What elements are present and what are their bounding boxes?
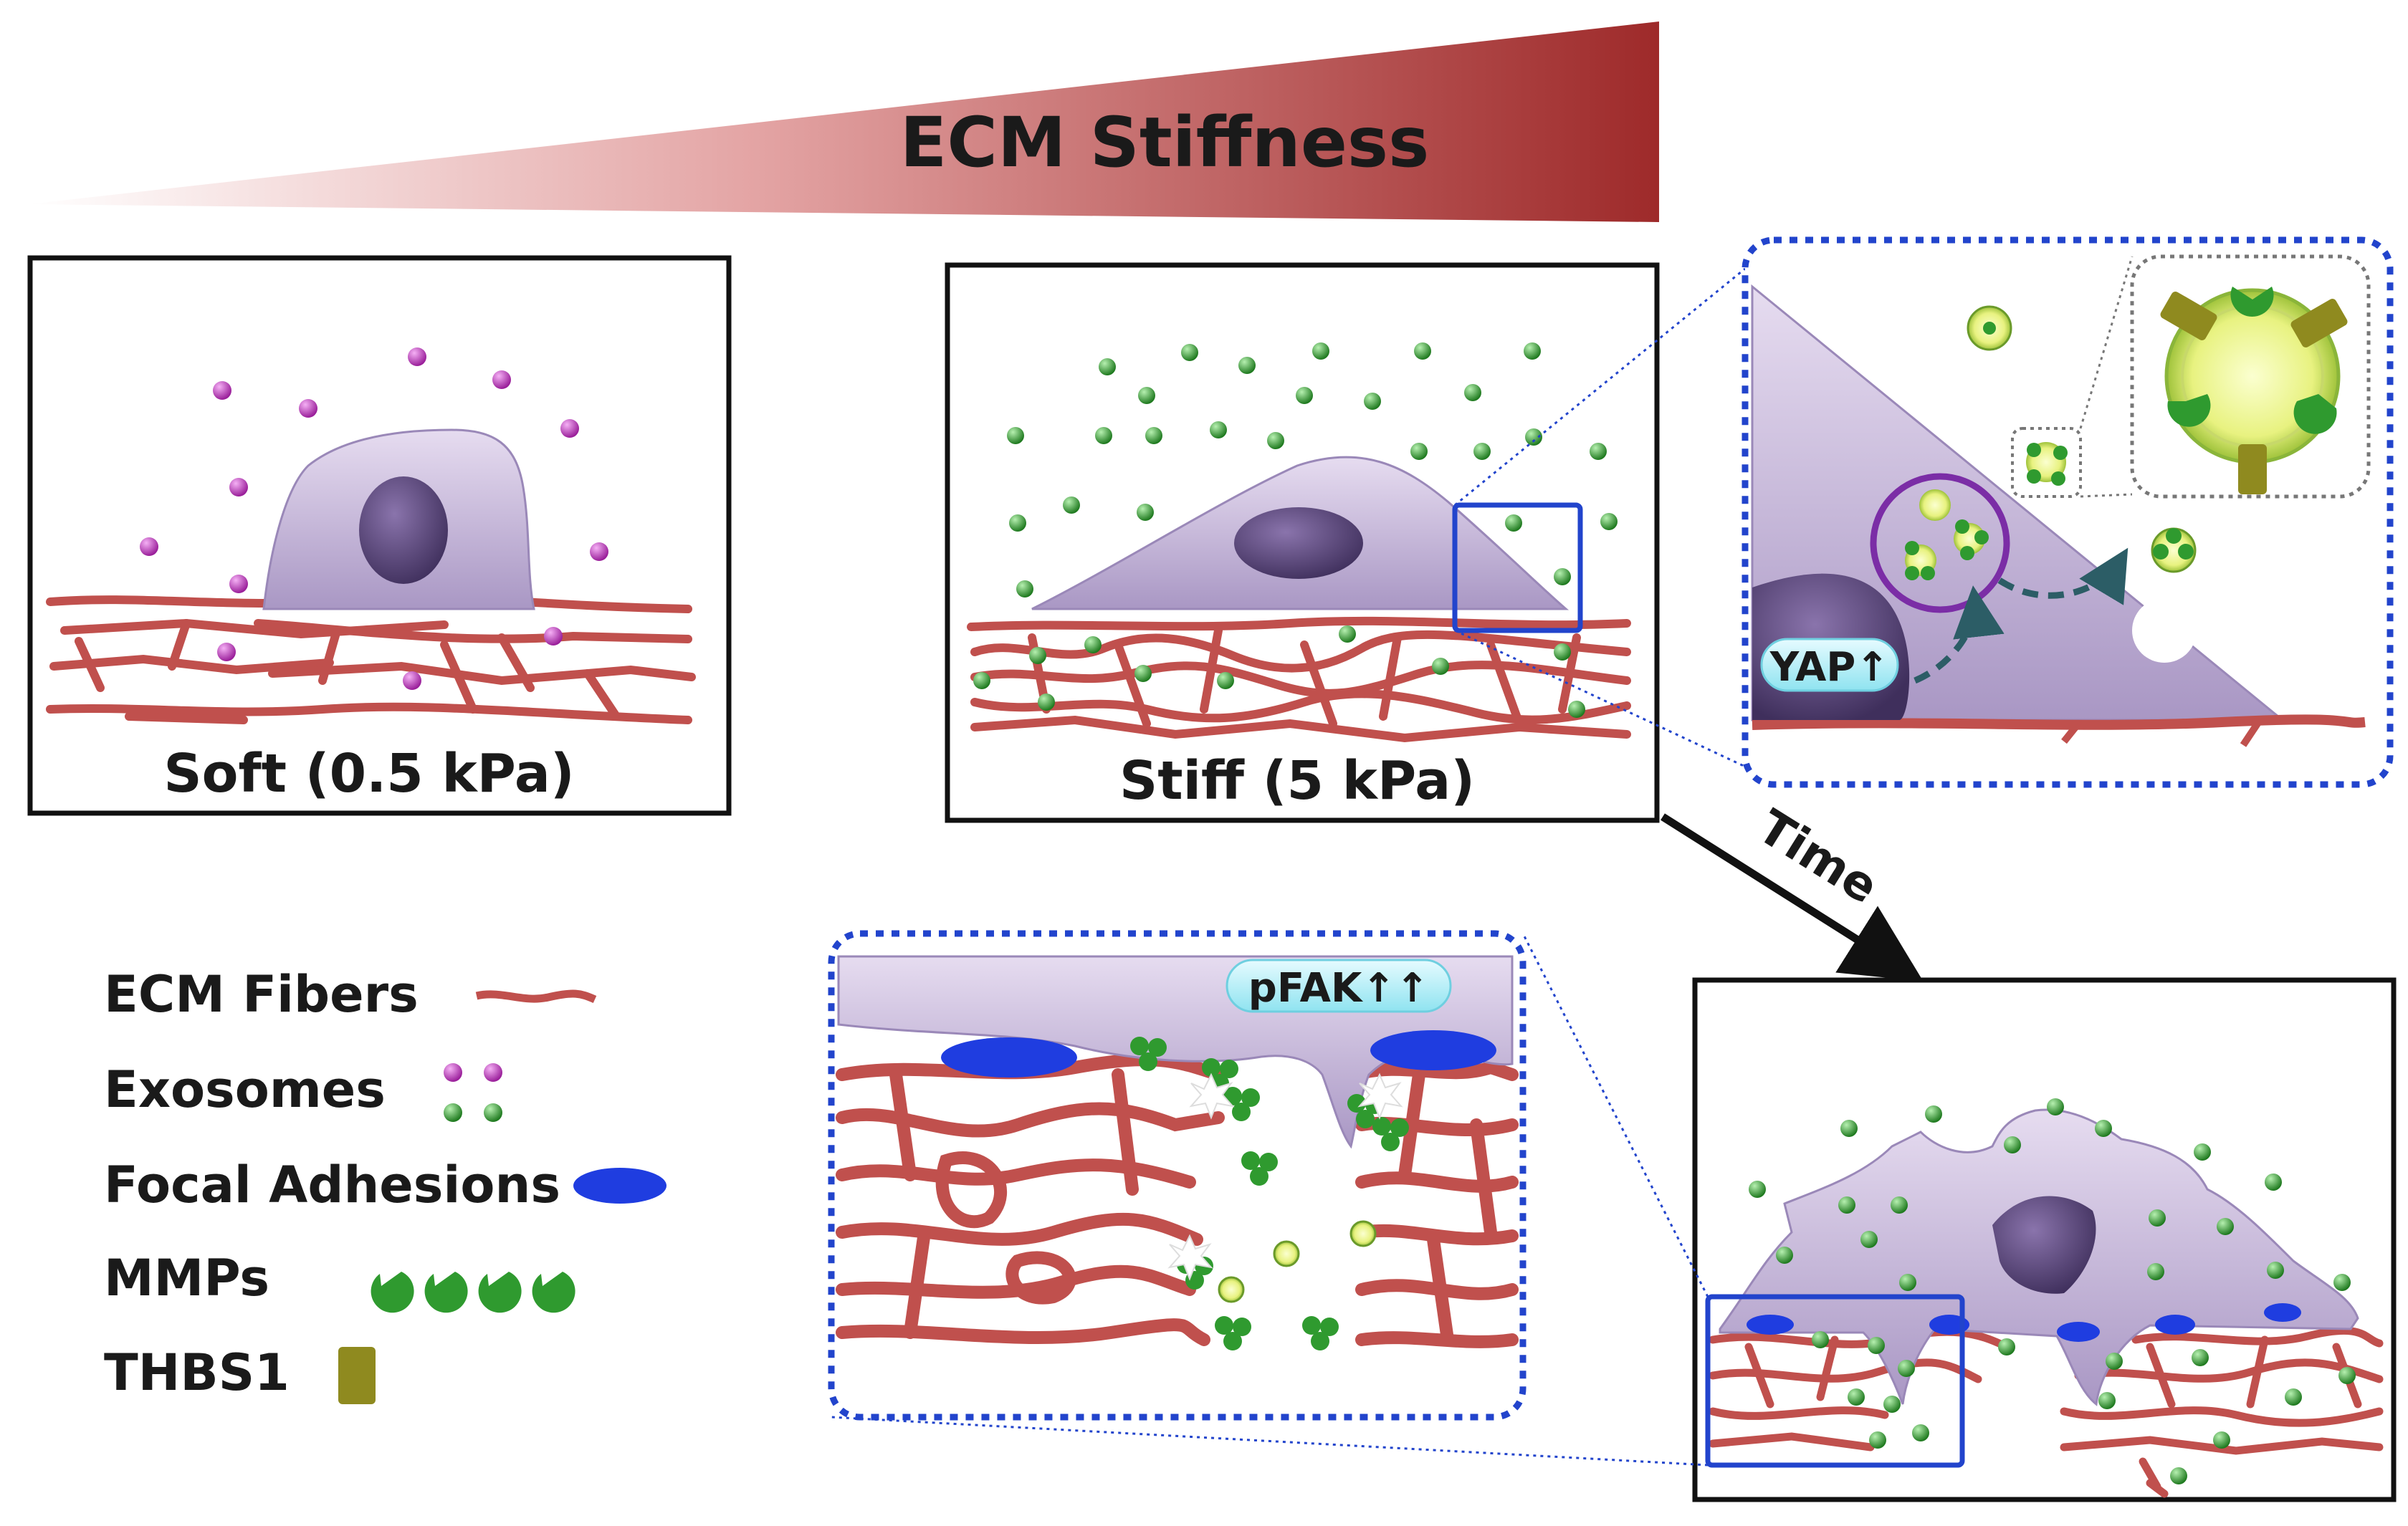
ecm-fiber-icon <box>475 989 597 1004</box>
exosomes <box>973 342 1618 718</box>
svg-text:Focal Adhesions: Focal Adhesions <box>104 1156 560 1214</box>
mmp-icon <box>371 1272 575 1313</box>
soft-panel: Soft (0.5 kPa) <box>27 255 732 816</box>
focal-adhesion <box>1370 1030 1496 1070</box>
adhesion-zoom-panel: pFAK↑↑ <box>828 930 1526 1421</box>
legend: ECM Fibers Exosomes Focal Adhesions MMPs <box>104 965 666 1404</box>
yap-badge: YAP↑ <box>1769 644 1890 691</box>
focal-adhesion-icon <box>573 1168 666 1204</box>
nucleus <box>1234 507 1363 579</box>
exosomes <box>140 347 608 690</box>
stiff-panel: Stiff (5 kPa) <box>945 262 1660 823</box>
zoom-connectors <box>831 933 1709 1467</box>
cell <box>262 428 535 610</box>
svg-text:MMPs: MMPs <box>104 1249 269 1307</box>
zoom-highlight-box <box>1705 1294 1965 1468</box>
stiff-panel-label: Stiff (5 kPa) <box>1119 750 1475 812</box>
exosomes <box>1218 1220 1377 1303</box>
zoom-highlight-box <box>1452 502 1583 633</box>
released-exosome <box>2151 527 2197 573</box>
exosomes <box>1749 1098 2356 1484</box>
ecm-fibers <box>967 616 1631 743</box>
legend-item-ecm-fibers: ECM Fibers <box>104 965 597 1024</box>
exosome-icon <box>444 1063 502 1122</box>
focal-adhesion <box>941 1037 1077 1078</box>
nucleus <box>1992 1196 2096 1294</box>
cell-edge-zoom-panel: YAP↑ <box>1742 236 2394 788</box>
time-arrow: Time <box>1661 799 1924 982</box>
degradation-bursts <box>1167 1072 1403 1281</box>
zoom-connectors <box>1454 267 1746 768</box>
focal-adhesions <box>1747 1303 2301 1342</box>
nucleus <box>359 476 448 584</box>
multivesicular-body <box>1870 473 2010 613</box>
svg-text:Exosomes: Exosomes <box>104 1060 386 1119</box>
svg-text:THBS1: THBS1 <box>104 1343 290 1402</box>
stiffness-gradient-wedge: ECM Stiffness <box>29 21 1659 222</box>
legend-item-mmps: MMPs <box>104 1249 575 1313</box>
legend-item-exosomes: Exosomes <box>104 1060 502 1122</box>
time-label: Time <box>1749 799 1888 914</box>
soft-panel-label: Soft (0.5 kPa) <box>163 743 574 805</box>
thbs1-icon <box>338 1347 376 1404</box>
released-exosome <box>1967 305 2012 351</box>
legend-item-focal-adhesions: Focal Adhesions <box>104 1156 666 1214</box>
legend-item-thbs1: THBS1 <box>104 1343 376 1404</box>
degradation-panel <box>1692 977 2397 1502</box>
diagram-title: ECM Stiffness <box>900 102 1429 183</box>
cell <box>1031 456 1570 610</box>
svg-text:ECM Fibers: ECM Fibers <box>104 965 419 1024</box>
pfak-badge: pFAK↑↑ <box>1248 965 1430 1012</box>
